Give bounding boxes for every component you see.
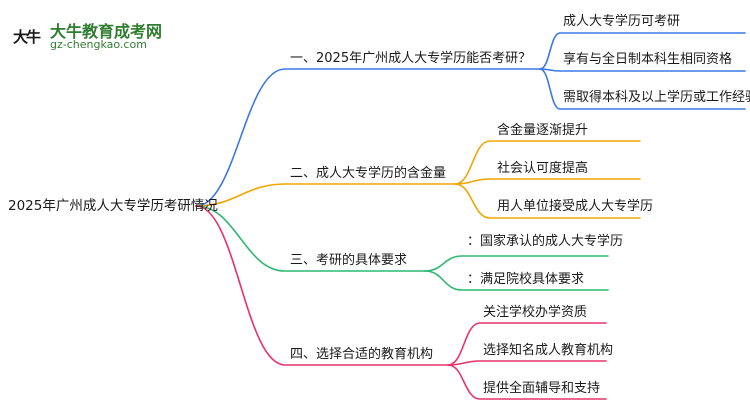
leaf-1-3: 需取得本科及以上学历或工作经验 [563,90,750,105]
logo-url: gz-chengkao.com [50,38,147,51]
leaf-4-1: 关注学校办学资质 [483,305,588,320]
leaf-1-2-connector [539,68,746,72]
branch-4-label: 四、选择合适的教育机构 [290,347,434,362]
leaf-3-2: ：满足院校具体要求 [467,272,585,287]
leaf-4-2: 选择知名成人教育机构 [483,343,614,358]
leaf-2-1-connector [454,140,641,185]
branch-3-connector [195,205,426,272]
root-node: 2025年广州成人大专学历考研情况 [8,198,218,214]
leaf-2-2-connector [454,178,641,185]
branch-1-label: 一、2025年广州成人大专学历能否考研？ [290,51,532,66]
leaf-2-1: 含金量逐渐提升 [497,123,589,138]
leaf-4-3: 提供全面辅导和支持 [483,381,601,396]
leaf-1-2: 享有与全日制本科生相同资格 [563,52,733,67]
logo-title: 大牛教育成考网 [50,22,163,41]
logo: 大牛 大牛教育成考网 gz-chengkao.com [6,16,176,56]
leaf-1-1-connector [539,32,746,70]
leaf-3-1: ：国家承认的成人大专学历 [467,234,624,249]
leaf-1-3-connector [539,68,746,110]
leaf-2-2: 社会认可度提高 [497,161,589,176]
branch-3-label: 三、考研的具体要求 [290,253,408,268]
leaf-2-3: 用人单位接受成人大专学历 [497,199,654,214]
branch-4-connector [195,205,449,366]
leaf-3-1-connector [424,255,609,272]
branch-2-connector [195,183,456,207]
leaf-4-2-connector [447,360,607,366]
leaf-2-3-connector [454,183,641,219]
logo-mark-icon: 大牛 [12,27,41,46]
branch-1-connector [195,68,541,207]
leaf-1-1: 成人大专学历可考研 [563,14,681,29]
leaf-4-1-connector [447,322,607,366]
leaf-3-2-connector [424,270,609,291]
branch-2-label: 二、成人大专学历的含金量 [290,166,447,181]
leaf-4-3-connector [447,364,607,400]
